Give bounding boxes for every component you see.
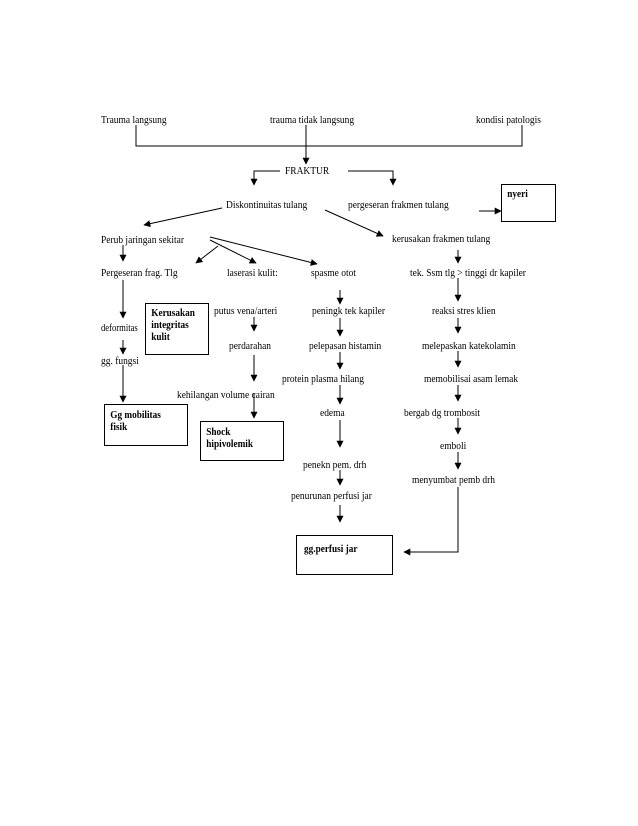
capillary-increase-label: peningk tek kapiler: [312, 305, 386, 317]
arrow-to-laserasi: [195, 245, 219, 264]
arrow-to-laserasi-2: [209, 239, 257, 264]
mobility-box: Gg mobilitas fisik: [104, 404, 188, 446]
fragment-shift-tlg-label: Pergeseran frag. Tlg: [101, 267, 178, 279]
fragment-shift-label: pergeseran frakmen tulang: [348, 199, 449, 211]
skin-box-line-3: kulit: [151, 332, 170, 343]
platelet-aggregation-label: bergab dg trombosit: [404, 407, 481, 419]
perfusion-decrease-label: penurunan perfusi jar: [291, 490, 372, 502]
mobility-box-line-1: Gg mobilitas: [110, 410, 161, 421]
skin-laceration-label: laserasi kulit:: [227, 267, 278, 279]
fat-mobilization-label: memobilisai asam lemak: [424, 373, 519, 385]
function-impairment-label: gg. fungsi: [101, 355, 139, 367]
cause-direct-trauma: Trauma langsung: [101, 114, 167, 126]
arrow-fraktur-left: [250, 170, 280, 186]
capillary-pressure-label: tek. Ssm tlg > tinggi dr kapiler: [410, 267, 526, 279]
perfusion-box: gg.perfusi jar: [296, 535, 393, 575]
arrow-to-perub-jaringan: [143, 207, 223, 228]
stress-reaction-label: reaksi stres klien: [432, 305, 496, 317]
deformity-label: deformitas: [101, 323, 138, 334]
vessel-compression-label: penekn pem. drh: [303, 459, 367, 471]
arrow-to-kerusakan-frakmen: [324, 209, 384, 237]
bleeding-label: perdarahan: [229, 340, 272, 352]
mobility-box-line-2: fisik: [110, 422, 128, 433]
arrow-to-spasme: [209, 236, 318, 266]
arrow-menyumbat-to-gg-perfusi: [403, 487, 459, 556]
skin-box-line-2: integritas: [151, 320, 189, 331]
pain-box: nyeri: [501, 184, 556, 222]
shock-box: Shock hipivolemik: [200, 421, 284, 461]
arrow-fraktur-right: [348, 170, 397, 186]
perfusion-box-label: gg.perfusi jar: [304, 544, 358, 555]
pain-box-label: nyeri: [507, 189, 528, 200]
emboli-label: emboli: [440, 440, 467, 452]
fraktur-label: FRAKTUR: [285, 165, 330, 177]
edema-label: edema: [320, 407, 345, 419]
skin-integrity-box: Kerusakan integritas kulit: [145, 303, 209, 355]
volume-loss-label: kehilangan volume cairan: [177, 389, 275, 401]
shock-box-line-1: Shock: [206, 427, 231, 438]
muscle-spasm-label: spasme otot: [311, 267, 356, 279]
fragment-damage-label: kerusakan frakmen tulang: [392, 233, 491, 245]
cause-indirect-trauma: trauma tidak langsung: [270, 114, 355, 126]
tissue-change-label: Perub jaringan sekitar: [101, 234, 185, 246]
causes-bracket: [135, 125, 523, 147]
discontinuity-label: Diskontinuitas tulang: [226, 199, 308, 211]
protein-loss-label: protein plasma hilang: [282, 373, 364, 385]
catecholamine-release-label: melepaskan katekolamin: [422, 340, 516, 352]
shock-box-line-2: hipivolemik: [206, 439, 254, 450]
histamine-release-label: pelepasan histamin: [309, 340, 382, 352]
skin-box-line-1: Kerusakan: [151, 308, 195, 319]
vessel-occlusion-label: menyumbat pemb drh: [412, 474, 496, 486]
vessel-rupture-label: putus vena/arteri: [214, 305, 278, 317]
cause-pathologic: kondisi patologis: [476, 114, 541, 126]
